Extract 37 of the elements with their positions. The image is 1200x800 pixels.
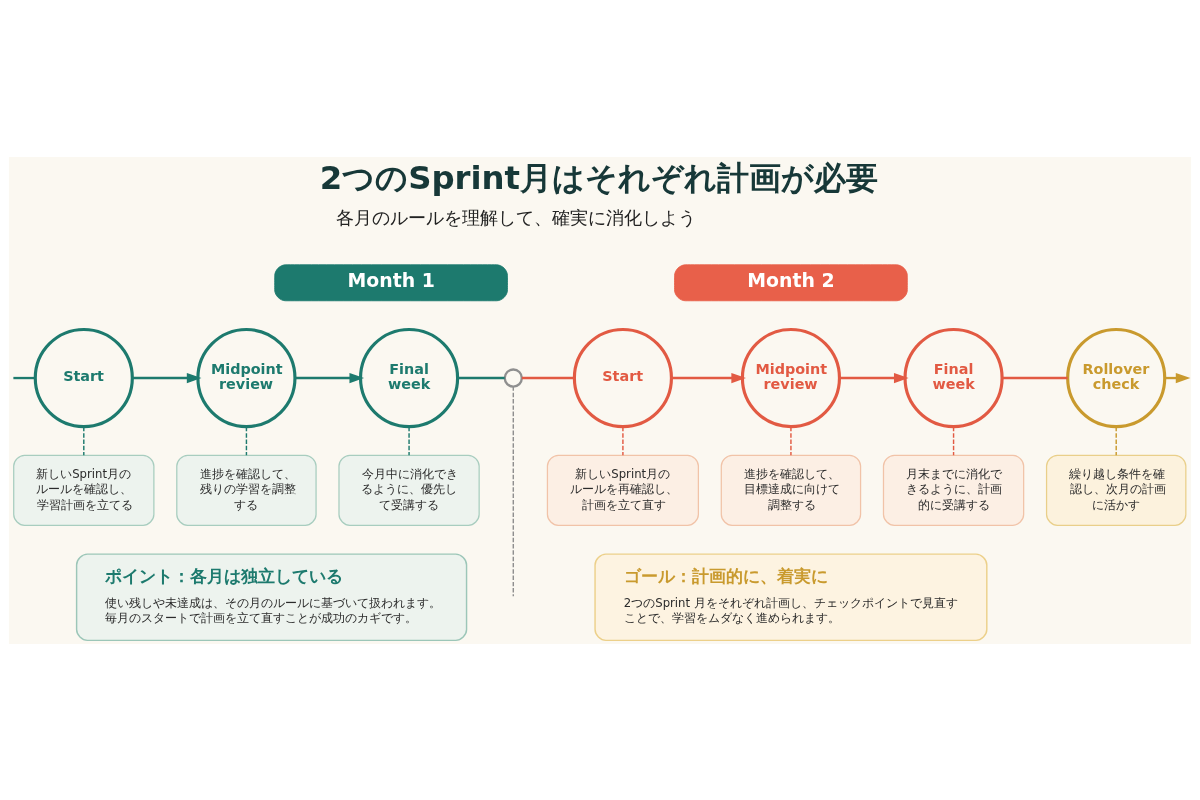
node-circle: Midpoint review (740, 327, 842, 428)
node-box: 進捗を確認して、残りの学習を調整する (176, 454, 317, 526)
diagram-title: 2つのSprint月はそれぞれ計画が必要 (319, 158, 879, 197)
connector (408, 425, 410, 456)
node-circle: Midpoint review (196, 327, 297, 428)
node-circle: Start (33, 327, 134, 428)
node-box: 繰り越し条件を確認し、次月の計画に活かす (1045, 454, 1187, 526)
node-box: 今月中に消化できるように、優先して受講する (338, 454, 480, 526)
node-box: ゴール：計画的に、着実に 2つのSprint 月をそれぞれ計画し、チェックポイントで見直すことで、学習をムダなく進められます。 (594, 552, 988, 641)
connector (1002, 376, 1068, 379)
label: 各月のルールを理解して、確実に消化しよう (336, 206, 697, 228)
node-circle: Rollover check (1066, 327, 1167, 428)
connector (457, 376, 505, 379)
node-circle: Final week (903, 327, 1004, 428)
node-circle: Start (572, 327, 673, 428)
node-circle (503, 367, 523, 388)
connector (512, 385, 514, 597)
connector (245, 425, 248, 456)
arrow (132, 372, 202, 383)
arrow (839, 372, 909, 383)
node-box: ポイント：各月は独立している 使い残しや未達成は、その月のルールに基づいて扱われます。毎月のスタートで計画を立て直すことが成功のカギです。 (75, 552, 468, 641)
connector (1115, 425, 1117, 456)
node-circle: Final week (358, 327, 460, 428)
node-box: 新しいSprint月のルールを再確認し、計画を立て直す (546, 454, 699, 526)
arrow (671, 372, 746, 383)
connector (790, 425, 792, 456)
connector (622, 425, 624, 456)
node-box: Month 1 (274, 263, 508, 301)
node-box: 進捗を確認して、目標達成に向けて調整する (720, 454, 862, 526)
node-box: 月末までに消化できるように、計画的に受講する (882, 454, 1025, 526)
connector (521, 376, 575, 379)
connector (13, 376, 36, 379)
connector (952, 425, 955, 456)
arrow (295, 372, 365, 383)
connector (83, 425, 85, 456)
node-box: Month 2 (674, 263, 908, 301)
node-box: 新しいSprint月のルールを確認し、学習計画を立てる (13, 454, 155, 526)
